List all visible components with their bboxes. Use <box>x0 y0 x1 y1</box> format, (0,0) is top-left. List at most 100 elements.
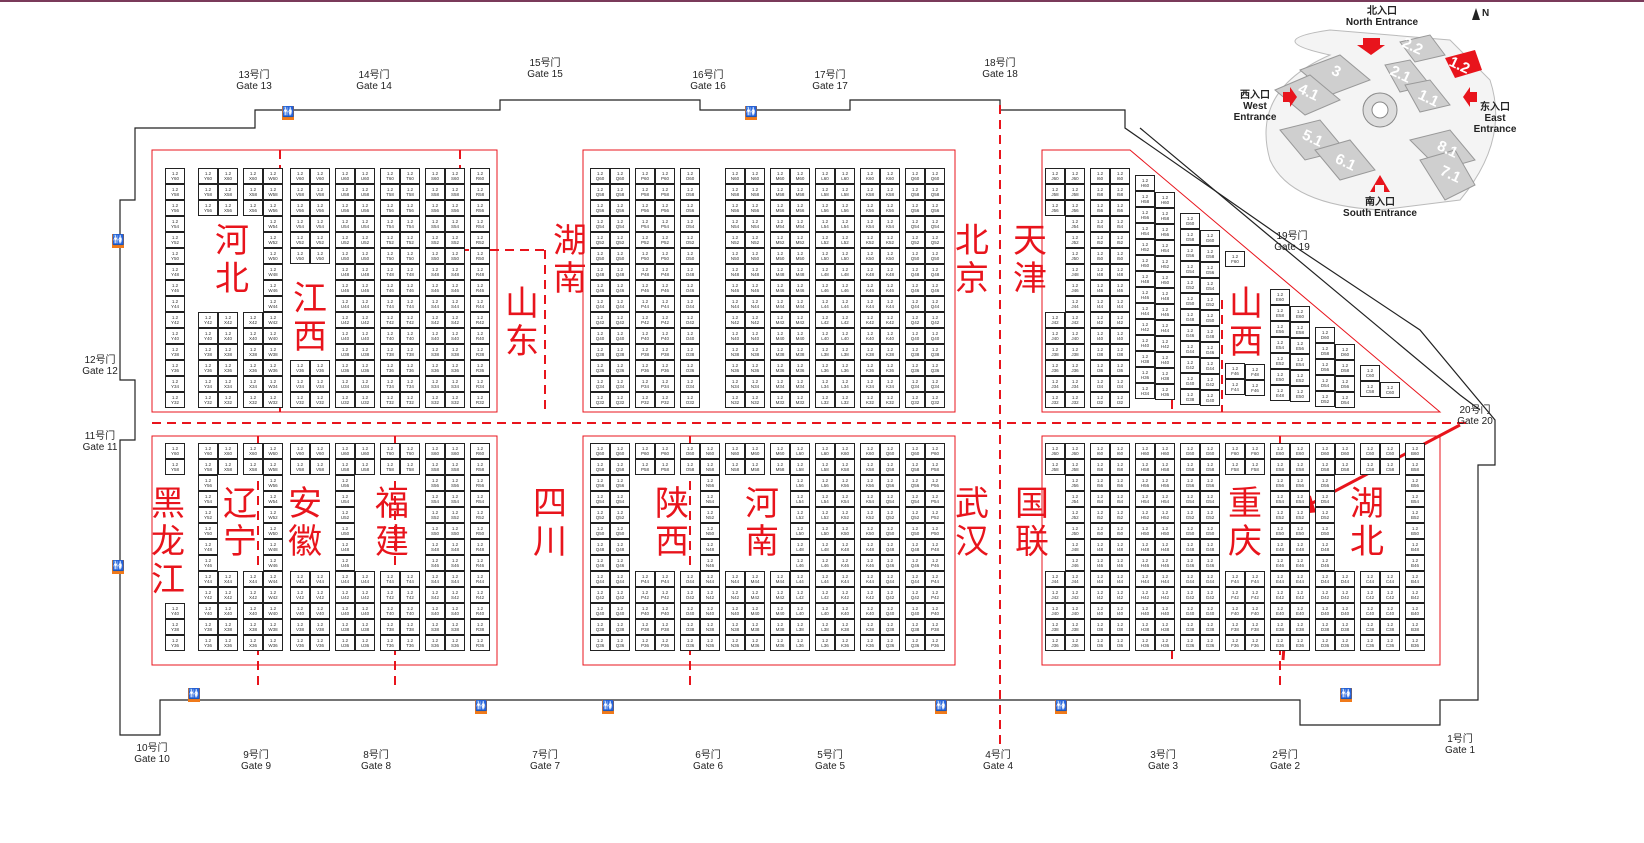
booth[interactable]: 1.2 K46 <box>880 280 900 296</box>
booth[interactable]: 1.2 I44 <box>1110 571 1130 587</box>
booth[interactable]: 1.2 U56 <box>355 200 375 216</box>
booth[interactable]: 1.2 S32 <box>425 392 445 408</box>
booth[interactable]: 1.2 S52 <box>445 507 465 523</box>
booth[interactable]: 1.2 I48 <box>1110 264 1130 280</box>
booth[interactable]: 1.2 E58 <box>1270 459 1290 475</box>
booth[interactable]: 1.2 I52 <box>1110 507 1130 523</box>
booth[interactable]: 1.2 K52 <box>835 507 855 523</box>
booth[interactable]: 1.2 U46 <box>355 280 375 296</box>
booth[interactable]: 1.2 Q32 <box>590 392 610 408</box>
booth[interactable]: 1.2 W48 <box>263 539 283 555</box>
booth[interactable]: 1.2 O54 <box>680 216 700 232</box>
booth[interactable]: 1.2 X60 <box>243 443 263 459</box>
booth[interactable]: 1.2 M42 <box>745 587 765 603</box>
booth[interactable]: 1.2 V60 <box>290 443 310 459</box>
booth[interactable]: 1.2 N34 <box>745 376 765 392</box>
booth[interactable]: 1.2 U60 <box>355 168 375 184</box>
booth[interactable]: 1.2 U48 <box>335 539 355 555</box>
booth[interactable]: 1.2 X44 <box>243 571 263 587</box>
booth[interactable]: 1.2 G54 <box>1200 278 1220 295</box>
booth[interactable]: 1.2 B42 <box>1405 587 1425 603</box>
booth[interactable]: 1.2 R56 <box>470 200 490 216</box>
booth[interactable]: 1.2 U50 <box>335 523 355 539</box>
booth[interactable]: 1.2 Q36 <box>925 360 945 376</box>
booth[interactable]: 1.2 G42 <box>1180 357 1200 374</box>
booth[interactable]: 1.2 G58 <box>1180 459 1200 475</box>
booth[interactable]: 1.2 P48 <box>925 539 945 555</box>
booth[interactable]: 1.2 N40 <box>725 603 745 619</box>
booth[interactable]: 1.2 Y40 <box>165 603 185 619</box>
booth[interactable]: 1.2 X36 <box>218 360 238 376</box>
booth[interactable]: 1.2 G54 <box>1180 491 1200 507</box>
booth[interactable]: 1.2 M56 <box>770 200 790 216</box>
booth[interactable]: 1.2 E38 <box>1270 619 1290 635</box>
booth[interactable]: 1.2 E58 <box>1290 322 1310 339</box>
booth[interactable]: 1.2 Y36 <box>165 360 185 376</box>
booth[interactable]: 1.2 H36 <box>1135 635 1155 651</box>
booth[interactable]: 1.2 G48 <box>1180 309 1200 326</box>
booth[interactable]: 1.2 Y58 <box>165 459 185 475</box>
booth[interactable]: 1.2 E52 <box>1270 507 1290 523</box>
booth[interactable]: 1.2 L48 <box>815 539 835 555</box>
booth[interactable]: 1.2 L42 <box>790 587 810 603</box>
booth[interactable]: 1.2 U52 <box>355 232 375 248</box>
booth[interactable]: 1.2 W46 <box>263 555 283 571</box>
booth[interactable]: 1.2 M32 <box>770 392 790 408</box>
booth[interactable]: 1.2 Q54 <box>905 216 925 232</box>
booth[interactable]: 1.2 E42 <box>1290 587 1310 603</box>
booth[interactable]: 1.2 K44 <box>860 571 880 587</box>
booth[interactable]: 1.2 J48 <box>1065 539 1085 555</box>
booth[interactable]: 1.2 H48 <box>1135 271 1155 288</box>
booth[interactable]: 1.2 X42 <box>243 312 263 328</box>
booth[interactable]: 1.2 L46 <box>835 280 855 296</box>
booth[interactable]: 1.2 Q52 <box>610 232 630 248</box>
booth[interactable]: 1.2 E52 <box>1290 370 1310 387</box>
booth[interactable]: 1.2 G46 <box>1200 555 1220 571</box>
booth[interactable]: 1.2 H58 <box>1135 459 1155 475</box>
booth[interactable]: 1.2 P36 <box>655 635 675 651</box>
booth[interactable]: 1.2 Q36 <box>590 635 610 651</box>
booth[interactable]: 1.2 I56 <box>1110 475 1130 491</box>
booth[interactable]: 1.2 W42 <box>263 312 283 328</box>
booth[interactable]: 1.2 N58 <box>725 459 745 475</box>
booth[interactable]: 1.2 Q56 <box>590 200 610 216</box>
booth[interactable]: 1.2 S38 <box>445 344 465 360</box>
booth[interactable]: 1.2 L46 <box>815 280 835 296</box>
booth[interactable]: 1.2 G50 <box>1180 293 1200 310</box>
booth[interactable]: 1.2 U60 <box>335 168 355 184</box>
booth[interactable]: 1.2 U54 <box>335 216 355 232</box>
booth[interactable]: 1.2 U40 <box>335 328 355 344</box>
booth[interactable]: 1.2 C58 <box>1360 459 1380 475</box>
booth[interactable]: 1.2 G46 <box>1200 342 1220 359</box>
booth[interactable]: 1.2 K36 <box>880 360 900 376</box>
booth[interactable]: 1.2 P40 <box>655 603 675 619</box>
booth[interactable]: 1.2 P58 <box>655 184 675 200</box>
booth[interactable]: 1.2 D50 <box>1315 523 1335 539</box>
booth[interactable]: 1.2 C36 <box>1360 635 1380 651</box>
booth[interactable]: 1.2 P42 <box>655 312 675 328</box>
booth[interactable]: 1.2 J34 <box>1045 376 1065 392</box>
booth[interactable]: 1.2 W36 <box>263 635 283 651</box>
booth[interactable]: 1.2 L54 <box>815 216 835 232</box>
booth[interactable]: 1.2 N40 <box>725 328 745 344</box>
booth[interactable]: 1.2 G52 <box>1180 277 1200 294</box>
booth[interactable]: 1.2 M46 <box>790 280 810 296</box>
booth[interactable]: 1.2 F42 <box>1245 587 1265 603</box>
booth[interactable]: 1.2 V60 <box>290 168 310 184</box>
booth[interactable]: 1.2 H42 <box>1135 587 1155 603</box>
booth[interactable]: 1.2 Q60 <box>590 168 610 184</box>
booth[interactable]: 1.2 H44 <box>1135 303 1155 320</box>
booth[interactable]: 1.2 J60 <box>1065 168 1085 184</box>
booth[interactable]: 1.2 F58 <box>1245 459 1265 475</box>
booth[interactable]: 1.2 D36 <box>1315 635 1335 651</box>
booth[interactable]: 1.2 U60 <box>335 443 355 459</box>
booth[interactable]: 1.2 G44 <box>1180 571 1200 587</box>
booth[interactable]: 1.2 U42 <box>355 312 375 328</box>
booth[interactable]: 1.2 V58 <box>310 184 330 200</box>
booth[interactable]: 1.2 I38 <box>1110 619 1130 635</box>
booth[interactable]: 1.2 L60 <box>790 443 810 459</box>
booth[interactable]: 1.2 E48 <box>1270 385 1290 402</box>
booth[interactable]: 1.2 T44 <box>380 296 400 312</box>
booth[interactable]: 1.2 L54 <box>835 216 855 232</box>
